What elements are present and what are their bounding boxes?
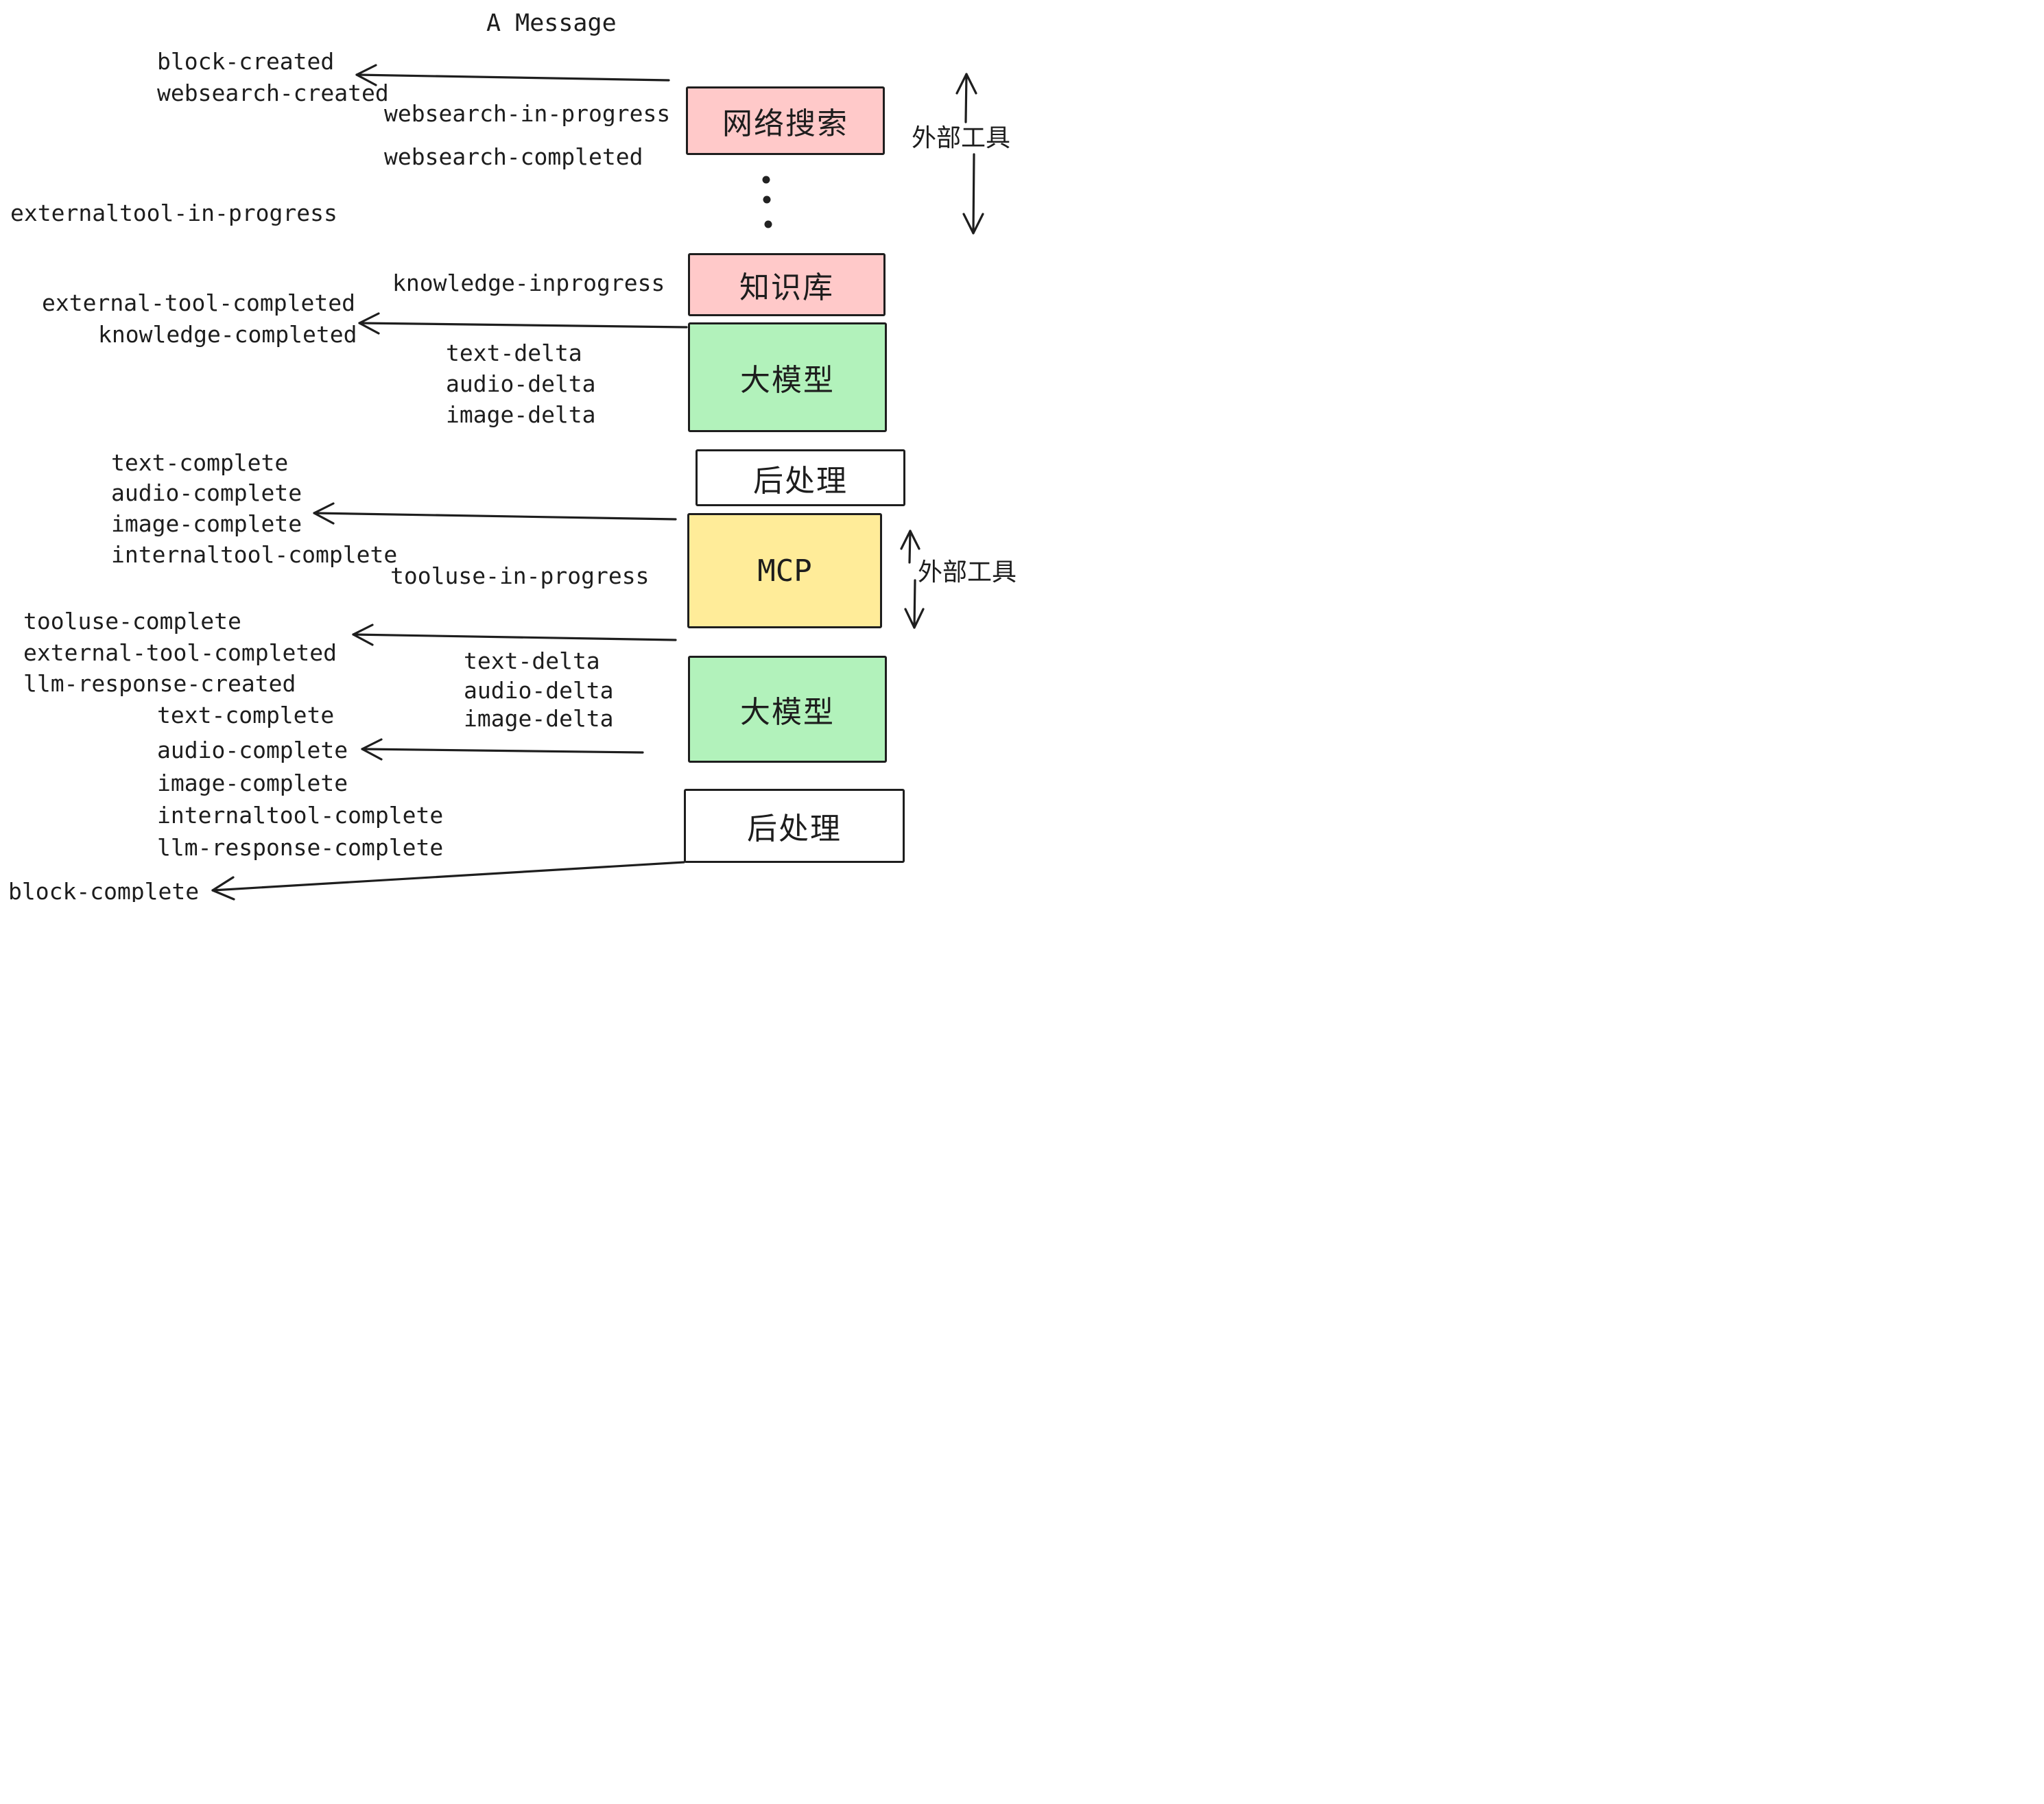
event-block-created: block-created [157,48,335,75]
mcp-box: MCP [687,513,882,628]
knowledge-base-box-label: 知识库 [739,270,834,305]
ellipsis-dots-icon [762,176,772,228]
event-internaltool-complete-1: internaltool-complete [111,541,398,568]
event-text-complete-2: text-complete [157,702,335,728]
event-tooluse-complete: tooluse-complete [23,608,241,634]
event-llm-response-complete: llm-response-complete [157,834,444,861]
event-text-complete-1: text-complete [111,449,289,476]
event-llm-response-created: llm-response-created [23,670,296,697]
event-audio-delta-1: audio-delta [446,370,596,397]
event-knowledge-inprogress: knowledge-inprogress [392,270,665,296]
llm-box-bottom-label: 大模型 [740,695,835,730]
postprocess-box-bottom: 后处理 [684,789,905,863]
event-audio-delta-2: audio-delta [464,677,614,704]
event-image-delta-1: image-delta [446,401,596,428]
event-internaltool-complete-2: internaltool-complete [157,802,444,829]
stream-events-diagram: A Message 网络搜索 知识库 大模型 后处理 MCP 大模型 后处理 外… [0,0,1022,902]
websearch-box: 网络搜索 [686,86,885,155]
event-image-complete-1: image-complete [111,510,302,537]
event-tooluse-in-progress: tooluse-in-progress [390,562,650,589]
arrow-down-icon [962,153,984,235]
event-externaltool-in-progress: externaltool-in-progress [10,200,337,226]
mcp-box-label: MCP [757,553,812,589]
arrow-up-icon [900,530,920,564]
external-tools-label-mcp: 外部工具 [918,558,1017,586]
llm-box-top: 大模型 [688,322,887,432]
event-audio-complete-1: audio-complete [111,479,302,506]
websearch-box-label: 网络搜索 [722,106,848,141]
event-image-complete-2: image-complete [157,770,348,796]
event-audio-complete-2: audio-complete [157,737,348,763]
diagram-title: A Message [486,10,617,37]
event-websearch-completed: websearch-completed [384,143,643,170]
arrow-left-icon [355,64,670,86]
event-websearch-in-progress: websearch-in-progress [384,100,671,127]
llm-box-bottom: 大模型 [688,656,887,763]
event-websearch-created: websearch-created [157,80,389,106]
arrow-left-icon [313,502,677,525]
knowledge-base-box: 知识库 [688,253,886,316]
arrow-left-icon [361,738,644,761]
event-external-tool-completed-2: external-tool-completed [23,639,337,666]
postprocess-box-top: 后处理 [696,449,905,506]
event-knowledge-completed: knowledge-completed [98,321,357,348]
event-image-delta-2: image-delta [464,705,614,732]
llm-box-top-label: 大模型 [740,363,835,398]
arrow-left-icon [211,861,685,901]
arrow-left-icon [352,624,677,646]
postprocess-box-top-label: 后处理 [753,463,848,499]
event-external-tool-completed: external-tool-completed [42,289,355,316]
arrow-up-icon [955,73,977,123]
event-block-complete: block-complete [8,878,200,902]
event-text-delta-1: text-delta [446,340,582,366]
event-text-delta-2: text-delta [464,648,600,674]
external-tools-label-top: 外部工具 [912,124,1011,152]
arrow-left-icon [358,312,688,335]
postprocess-box-bottom-label: 后处理 [747,811,842,846]
